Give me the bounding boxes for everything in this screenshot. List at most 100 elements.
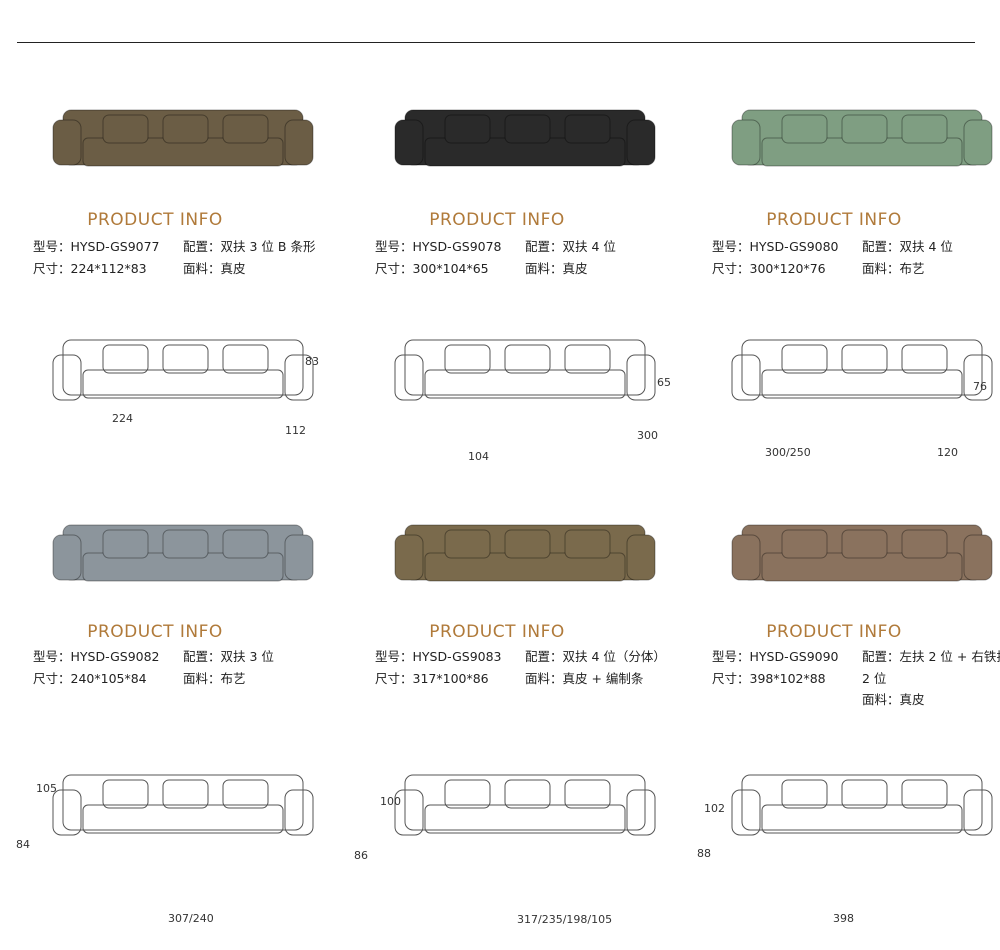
model-line: 型号：HYSD-GS9090 (712, 646, 839, 668)
dimension-label: 86 (354, 849, 368, 862)
size-value: 300*120*76 (749, 260, 826, 276)
model-value: HYSD-GS9083 (412, 649, 502, 664)
config-label: 配置： (525, 239, 563, 254)
product-card: PRODUCT INFO 型号：HYSD-GS9078 尺寸：300*104*6… (375, 75, 695, 475)
material-value: 布艺 (220, 670, 246, 686)
dimension-label: 112 (285, 424, 306, 437)
dimension-label: 307/240 (168, 912, 214, 925)
material-label: 面料： (525, 670, 563, 686)
dimension-label: 65 (657, 376, 671, 389)
material-line: 面料：真皮 (862, 689, 1000, 711)
material-line: 面料：布艺 (862, 258, 1000, 280)
size-line: 尺寸：300*120*76 (712, 258, 826, 280)
material-line: 面料：布艺 (183, 668, 333, 690)
model-line: 型号：HYSD-GS9082 (33, 646, 160, 668)
config-value: 双扶 4 位（分体） (562, 649, 666, 664)
model-label: 型号： (712, 649, 750, 664)
model-label: 型号： (712, 239, 750, 254)
dimension-drawing (33, 735, 353, 895)
product-photo (375, 60, 695, 200)
config-line: 配置：双扶 4 位 (525, 236, 675, 258)
config-line: 配置：双扶 3 位 (183, 646, 333, 668)
dimension-label: 100 (380, 795, 401, 808)
size-value: 398*102*88 (749, 670, 826, 686)
model-label: 型号： (375, 239, 413, 254)
size-label: 尺寸： (33, 260, 71, 276)
dimension-label: 104 (468, 450, 489, 463)
model-line: 型号：HYSD-GS9083 (375, 646, 502, 668)
config-line: 配置：双扶 4 位（分体） (525, 646, 675, 668)
config-value: 双扶 3 位 B 条形 (220, 239, 316, 254)
size-value: 224*112*83 (70, 260, 147, 276)
config-value: 双扶 4 位 (899, 239, 953, 254)
product-info-heading: PRODUCT INFO (429, 210, 565, 230)
model-label: 型号： (33, 239, 71, 254)
dimension-label: 83 (305, 355, 319, 368)
dimension-label: 120 (937, 446, 958, 459)
config-value: 双扶 4 位 (562, 239, 616, 254)
material-line: 面料：真皮 (183, 258, 333, 280)
config-value: 双扶 3 位 (220, 649, 274, 664)
config-line: 配置：双扶 4 位 (862, 236, 1000, 258)
dimension-label: 102 (704, 802, 725, 815)
model-label: 型号： (375, 649, 413, 664)
model-line: 型号：HYSD-GS9077 (33, 236, 160, 258)
size-line: 尺寸：224*112*83 (33, 258, 147, 280)
dimension-label: 398 (833, 912, 854, 925)
top-divider (17, 42, 975, 43)
size-label: 尺寸： (712, 260, 750, 276)
material-value: 真皮 (562, 260, 588, 276)
model-value: HYSD-GS9080 (749, 239, 839, 254)
model-line: 型号：HYSD-GS9078 (375, 236, 502, 258)
product-photo (712, 475, 1000, 615)
product-card: PRODUCT INFO 型号：HYSD-GS9090 尺寸：398*102*8… (697, 524, 1000, 940)
config-label: 配置： (525, 649, 563, 664)
material-label: 面料： (862, 260, 900, 276)
product-info-heading: PRODUCT INFO (766, 622, 902, 642)
material-label: 面料： (862, 692, 900, 707)
dimension-drawing (712, 735, 1000, 895)
config-label: 配置： (183, 649, 221, 664)
config-label: 配置： (862, 239, 900, 254)
material-label: 面料： (525, 260, 563, 276)
config-line: 配置：双扶 3 位 B 条形 (183, 236, 333, 258)
material-label: 面料： (183, 670, 221, 686)
dimension-label: 224 (112, 412, 133, 425)
config-line: 配置：左扶 2 位 + 右铁扶 2 位 (862, 646, 1000, 689)
dimension-drawing (712, 300, 1000, 460)
material-value: 真皮 (899, 692, 925, 707)
size-label: 尺寸： (33, 670, 71, 686)
model-line: 型号：HYSD-GS9080 (712, 236, 839, 258)
dimension-label: 300 (637, 429, 658, 442)
dimension-drawing (33, 300, 353, 460)
config-label: 配置： (183, 239, 221, 254)
size-line: 尺寸：398*102*88 (712, 668, 826, 690)
dimension-label: 317/235/198/105 (517, 913, 613, 926)
product-card: PRODUCT INFO 型号：HYSD-GS9083 尺寸：317*100*8… (354, 524, 695, 940)
product-info-heading: PRODUCT INFO (87, 622, 223, 642)
dimension-label: 76 (973, 380, 987, 393)
size-value: 240*105*84 (70, 670, 147, 686)
model-label: 型号： (33, 649, 71, 664)
product-info-heading: PRODUCT INFO (429, 622, 565, 642)
product-photo (712, 60, 1000, 200)
size-label: 尺寸： (712, 670, 750, 686)
size-label: 尺寸： (375, 670, 413, 686)
product-card: PRODUCT INFO 型号：HYSD-GS9080 尺寸：300*120*7… (712, 75, 1000, 475)
product-info-heading: PRODUCT INFO (87, 210, 223, 230)
model-value: HYSD-GS9082 (70, 649, 160, 664)
product-photo (33, 475, 353, 615)
material-label: 面料： (183, 260, 221, 276)
size-line: 尺寸：240*105*84 (33, 668, 147, 690)
model-value: HYSD-GS9078 (412, 239, 502, 254)
dimension-label: 300/250 (765, 446, 811, 459)
size-line: 尺寸：317*100*86 (375, 668, 489, 690)
material-value: 真皮 + 编制条 (562, 670, 644, 686)
material-line: 面料：真皮 + 编制条 (525, 668, 675, 690)
config-value: 左扶 2 位 + 右铁扶 2 位 (862, 649, 1000, 686)
dimension-drawing (375, 735, 695, 895)
size-value: 317*100*86 (412, 670, 489, 686)
product-card: PRODUCT INFO 型号：HYSD-GS9077 尺寸：224*112*8… (33, 75, 353, 475)
size-label: 尺寸： (375, 260, 413, 276)
